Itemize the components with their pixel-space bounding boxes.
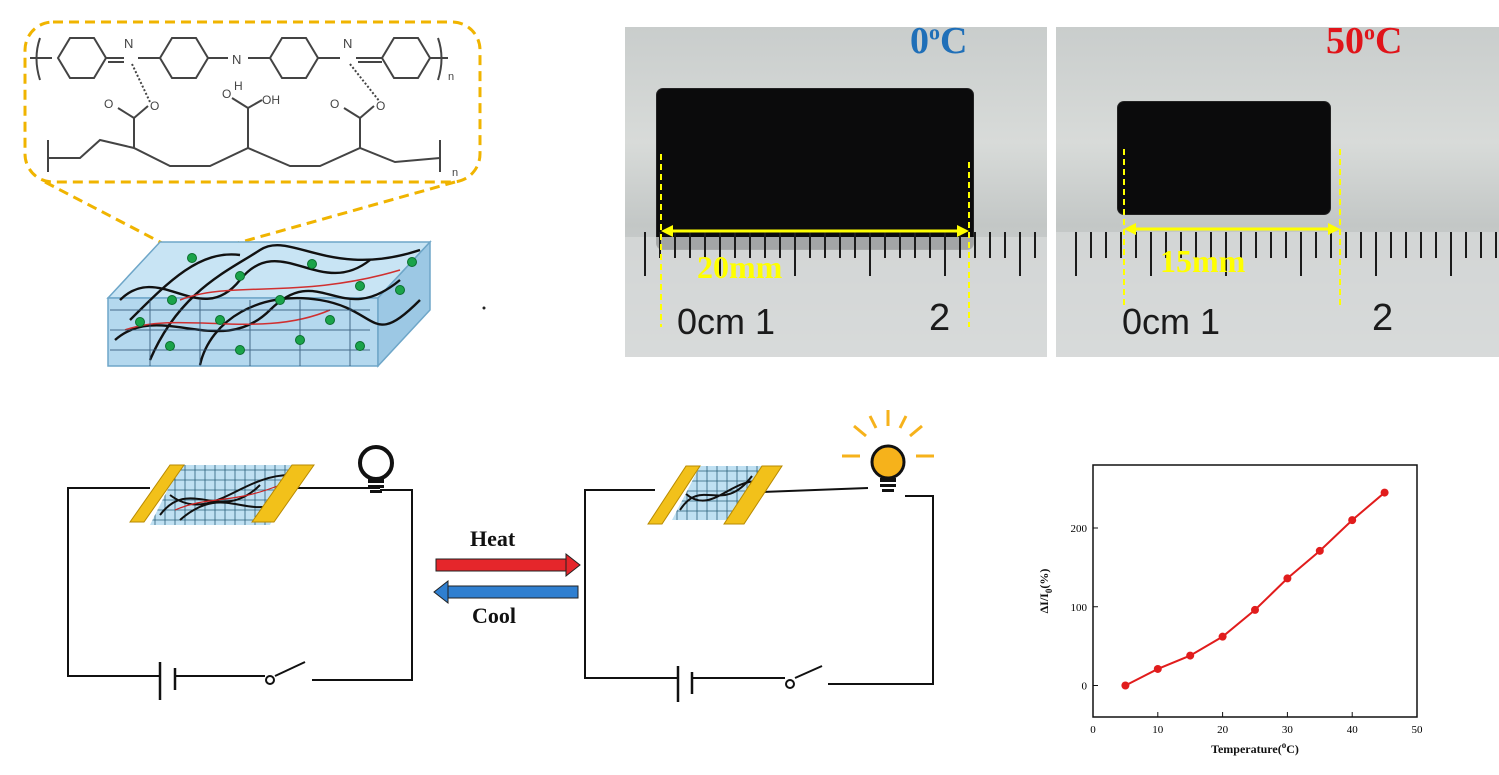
n-atom-2: N — [232, 52, 241, 67]
data-point — [1380, 488, 1389, 497]
ruler-text-50c: 0cm 1 — [1122, 301, 1221, 342]
data-point — [1121, 681, 1130, 690]
data-point — [1186, 651, 1195, 660]
n-atom-3: N — [343, 36, 352, 51]
n-atom-1: N — [124, 36, 133, 51]
y-tick-label: 0 — [1082, 681, 1088, 693]
circuit-diagram — [67, 410, 934, 702]
hydrogel-block-front — [107, 297, 379, 367]
h-atom: H — [234, 79, 243, 93]
hydrogel-sample-50c — [1118, 102, 1330, 214]
crosslink-points — [135, 253, 417, 355]
svg-text:O: O — [150, 99, 159, 113]
ruler-text2-50c: 2 — [1372, 297, 1394, 339]
electrode-right-1 — [647, 465, 701, 525]
data-point — [1283, 574, 1292, 583]
response-chart: 0 10 20 30 40 50 0 100 200 Temperature(oC) ΔI/I… — [1037, 464, 1423, 756]
svg-text:O: O — [104, 97, 113, 111]
svg-text:O: O — [222, 87, 231, 101]
repeat-n-1: n — [448, 71, 454, 83]
x-tick-label: 10 — [1152, 724, 1164, 736]
x-tick-label: 40 — [1347, 724, 1359, 736]
x-tick-label: 30 — [1282, 724, 1294, 736]
bulb-off-icon — [358, 445, 394, 493]
plot-frame — [1092, 464, 1418, 718]
y-axis-label: ΔI/I0(%) — [1037, 569, 1054, 614]
bulb-on-icon — [842, 410, 934, 492]
y-axis: 0 100 200 — [1071, 523, 1098, 693]
length-label-50c: 15mm — [1160, 243, 1246, 279]
cool-label: Cool — [472, 603, 516, 628]
y-tick-label: 100 — [1071, 602, 1088, 614]
length-label-0c: 20mm — [697, 249, 783, 285]
svg-text:OH: OH — [262, 93, 280, 107]
photo-0c-sample: 20mm 0cm 1 2 0oC — [625, 27, 1047, 357]
y-tick-label: 200 — [1071, 523, 1088, 535]
x-tick-label: 20 — [1217, 724, 1229, 736]
data-point — [1251, 605, 1259, 614]
x-tick-label: 50 — [1412, 724, 1424, 736]
ruler-0c — [625, 154, 1047, 357]
repeat-n-2: n — [452, 167, 458, 179]
hydrogel-block-top — [106, 241, 432, 299]
data-point — [1153, 664, 1162, 673]
series-line — [1124, 491, 1386, 687]
electrode-left-1 — [129, 464, 185, 523]
temp-label-0c: 0oC — [910, 27, 968, 62]
heat-label: Heat — [470, 526, 516, 551]
zoom-frame — [23, 20, 482, 184]
ruler-text2-0c: 2 — [929, 297, 951, 339]
heat-arrow-icon — [435, 552, 581, 578]
electrode-right-2 — [723, 465, 783, 525]
x-tick-label: 0 — [1090, 724, 1096, 736]
data-point — [1315, 546, 1324, 555]
x-axis-label: Temperature(oC) — [1211, 740, 1299, 756]
electrode-left-2 — [251, 464, 315, 523]
ruler-50c — [1056, 149, 1499, 357]
photo-50c-sample: 15mm 0cm 1 2 50oC — [1056, 27, 1499, 357]
polymer-structure-diagram: N N H N n O O OH O O O n — [23, 20, 486, 368]
data-point — [1348, 516, 1357, 525]
svg-text:O: O — [330, 97, 339, 111]
series-points — [1121, 488, 1389, 690]
temp-label-50c: 50oC — [1326, 27, 1403, 62]
x-axis: 0 10 20 30 40 50 — [1090, 712, 1423, 736]
data-point — [1218, 632, 1227, 641]
cool-arrow-icon — [433, 579, 579, 605]
ruler-text-0c: 0cm 1 — [677, 301, 776, 342]
circuit-right-wires — [584, 487, 934, 685]
hydrogel-sample-0c — [657, 89, 973, 249]
svg-text:O: O — [376, 99, 385, 113]
